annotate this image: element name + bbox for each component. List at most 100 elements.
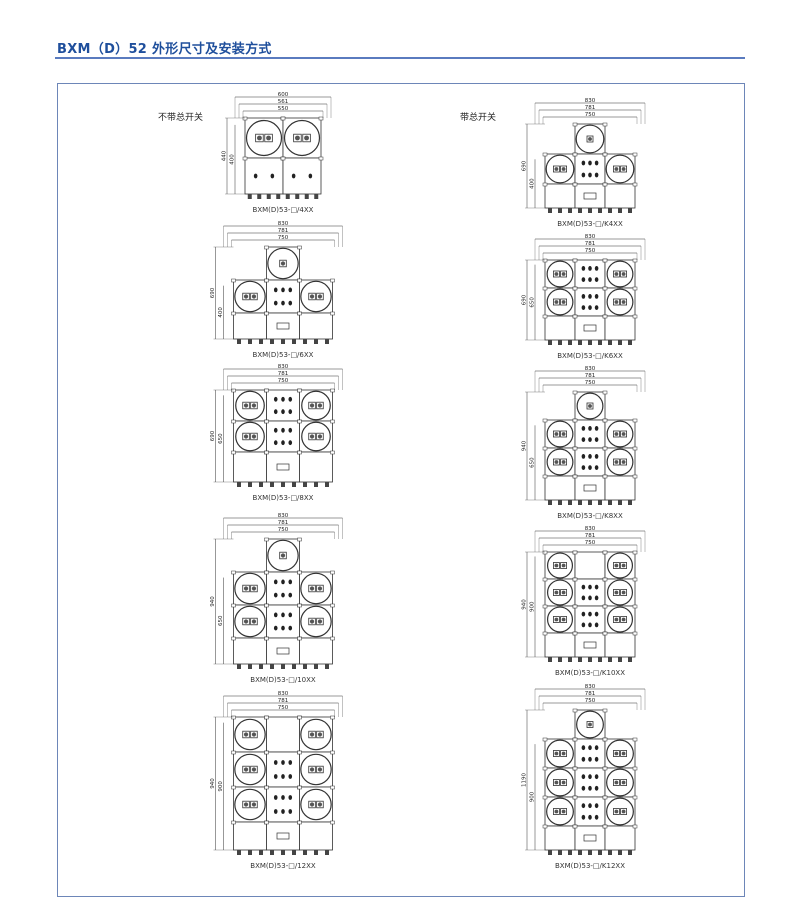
mounting-ear-icon: [572, 766, 578, 771]
fan-blade-icon: [257, 135, 262, 141]
cable-gland-icon: [303, 482, 307, 487]
cable-gland-icon: [598, 340, 602, 345]
fan-blade-icon: [588, 404, 592, 408]
round-cover-icon: [546, 739, 574, 768]
switch-knob-icon: [594, 814, 599, 820]
mounting-ear-icon: [542, 286, 548, 291]
fan-blade-icon: [554, 617, 559, 622]
switch-knob-icon: [581, 785, 586, 791]
switch-knob-icon: [594, 611, 599, 617]
width-dimension-label: 781: [585, 105, 596, 111]
mounting-ear-icon: [242, 116, 248, 121]
cable-gland-icon: [578, 340, 582, 345]
switch-knob-icon: [273, 774, 278, 779]
round-cover-icon: [605, 154, 635, 184]
mounting-ear-icon: [602, 314, 608, 319]
switch-knob-icon: [581, 172, 586, 178]
mounting-ear-icon: [242, 156, 248, 161]
switch-knob-icon: [253, 173, 258, 179]
mounting-ear-icon: [297, 636, 302, 641]
mounting-ear-icon: [297, 715, 302, 720]
mounting-ear-icon: [632, 824, 638, 829]
cable-gland-icon: [237, 664, 241, 669]
module-b: [544, 315, 576, 341]
switch-knob-icon: [288, 774, 293, 779]
mounting-ear-icon: [572, 737, 578, 742]
cable-gland-icon: [628, 340, 632, 345]
cable-gland-icon: [257, 194, 262, 199]
switch-knob-icon: [273, 592, 278, 598]
mounting-ear-icon: [264, 750, 269, 755]
mounting-ear-icon: [330, 750, 335, 755]
fan-blade-icon: [317, 732, 323, 737]
switch-knob-icon: [581, 584, 586, 590]
cable-gland-icon: [303, 850, 307, 855]
model-caption: BXM(D)53-□/K12XX: [555, 862, 625, 870]
fan-blade-icon: [621, 809, 626, 814]
module-sw: [266, 279, 300, 314]
inner-height-dimension-label: 650: [530, 457, 536, 468]
cable-gland-icon: [259, 339, 263, 344]
module-sw: [266, 751, 300, 788]
switch-knob-icon: [281, 612, 285, 618]
round-cover-icon: [546, 420, 574, 448]
switch-knob-icon: [594, 305, 599, 310]
module-sw: [266, 604, 300, 639]
content-frame: [57, 83, 745, 897]
mounting-ear-icon: [572, 286, 578, 291]
cable-gland-icon: [568, 657, 572, 662]
round-cover-icon: [546, 448, 574, 476]
fan-blade-icon: [554, 460, 559, 464]
mounting-ear-icon: [231, 311, 236, 316]
fan-blade-icon: [317, 802, 323, 807]
fan-blade-icon: [317, 619, 323, 624]
model-caption: BXM(D)53-□/8XX: [252, 494, 314, 502]
round-cover-icon: [546, 260, 574, 288]
mounting-ear-icon: [264, 785, 269, 790]
mounting-ear-icon: [542, 182, 548, 187]
fan-blade-icon: [251, 586, 257, 591]
fan-blade-icon: [309, 586, 315, 591]
mounting-ear-icon: [602, 446, 608, 451]
fan-blade-icon: [309, 403, 315, 408]
fan-blade-icon: [561, 809, 566, 814]
width-dimension-label: 781: [278, 698, 289, 704]
switch-knob-icon: [281, 774, 285, 779]
mounting-ear-icon: [330, 419, 335, 424]
mounting-ear-icon: [602, 737, 608, 742]
switch-knob-icon: [594, 584, 599, 590]
mounting-ear-icon: [231, 450, 236, 455]
mounting-ear-icon: [572, 390, 578, 395]
inner-height-dimension-label: 400: [530, 178, 536, 189]
mounting-ear-icon: [632, 795, 638, 800]
switch-knob-icon: [288, 625, 293, 631]
switch-knob-icon: [281, 300, 285, 306]
switch-knob-icon: [594, 745, 599, 751]
mounting-ear-icon: [542, 550, 548, 555]
mounting-ear-icon: [572, 182, 578, 187]
cable-gland-icon: [303, 664, 307, 669]
mounting-ear-icon: [572, 258, 578, 263]
fan-blade-icon: [621, 617, 626, 622]
switch-knob-icon: [288, 427, 293, 433]
mounting-ear-icon: [318, 116, 324, 121]
width-dimension-label: 750: [278, 705, 289, 711]
fan-blade-icon: [561, 563, 566, 568]
cable-gland-icon: [276, 194, 281, 199]
mounting-ear-icon: [602, 182, 608, 187]
round-cover-icon: [546, 579, 574, 606]
fan-blade-icon: [621, 563, 626, 568]
mounting-ear-icon: [231, 388, 236, 393]
module-sw: [574, 419, 606, 449]
cable-gland-icon: [247, 194, 252, 199]
mounting-ear-icon: [602, 604, 608, 609]
mounting-ear-icon: [632, 182, 638, 187]
mounting-ear-icon: [330, 388, 335, 393]
fan-blade-icon: [243, 767, 249, 772]
switch-knob-icon: [273, 760, 278, 765]
fan-blade-icon: [243, 732, 249, 737]
mounting-ear-icon: [231, 715, 236, 720]
switch-knob-icon: [594, 437, 599, 442]
mounting-ear-icon: [264, 278, 269, 283]
fan-blade-icon: [621, 272, 626, 276]
